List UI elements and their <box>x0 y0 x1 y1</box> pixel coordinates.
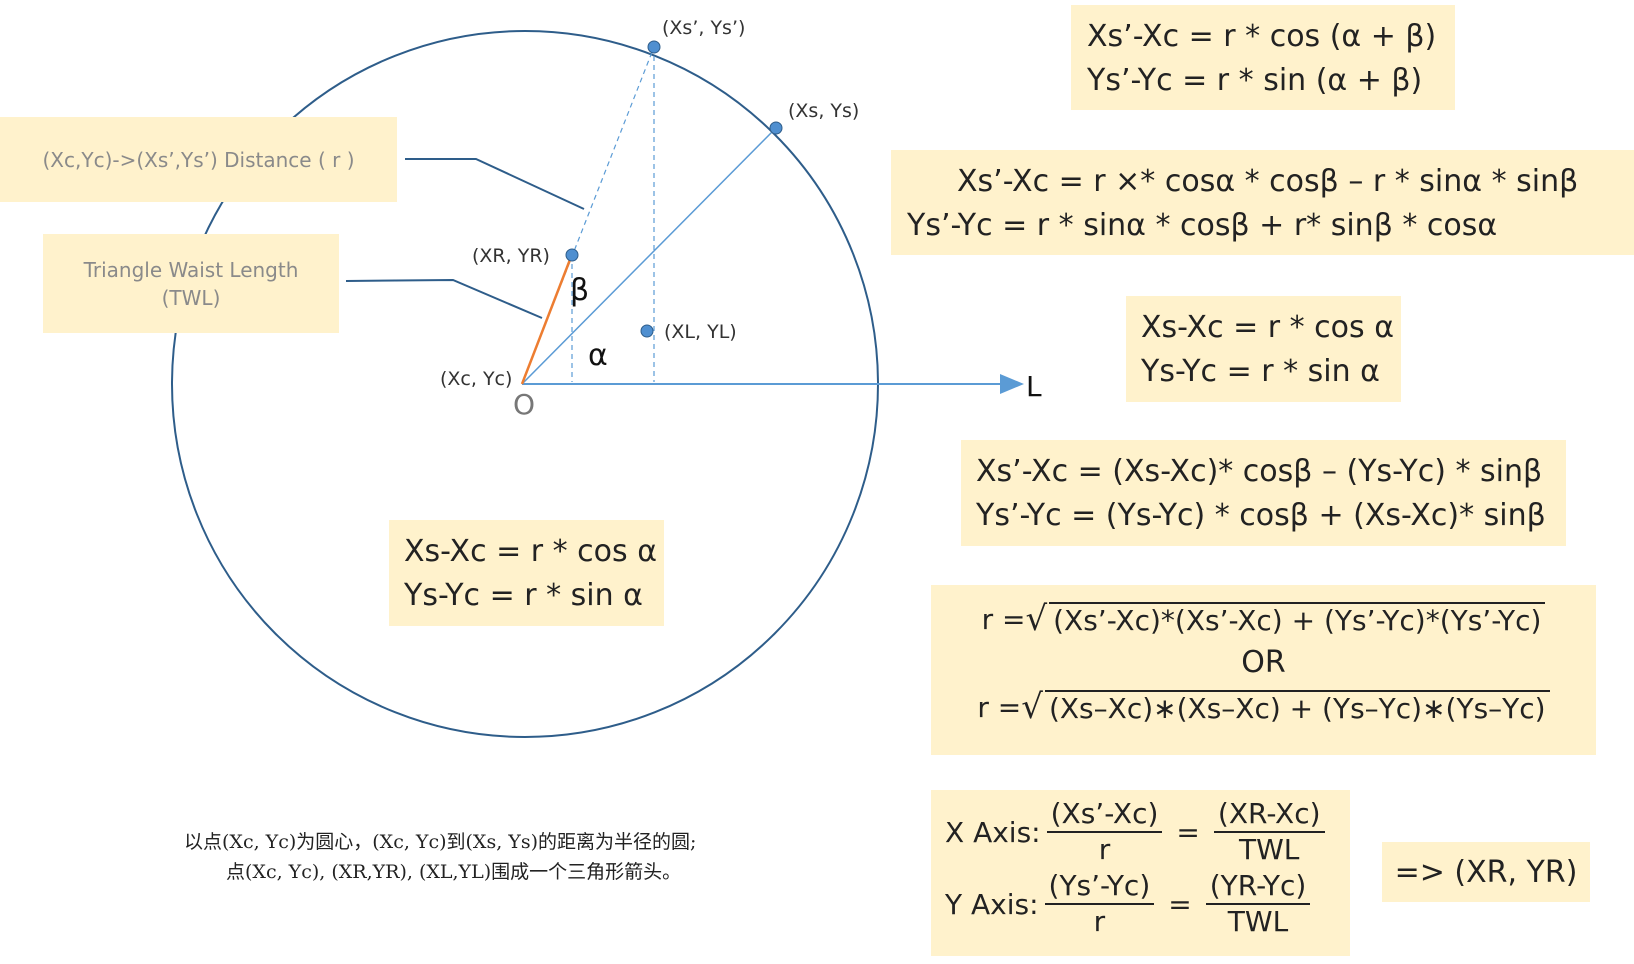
label-r-point: (XR, YR) <box>472 245 550 267</box>
label-ray: L <box>1026 370 1042 403</box>
point-s-prime <box>647 40 661 54</box>
result-box: => (XR, YR) <box>1382 842 1590 902</box>
y-num-2: (YR-Yc) <box>1205 869 1311 905</box>
x-equals: = <box>1176 815 1200 849</box>
point-l <box>640 324 654 338</box>
formula-box-1: Xs’-Xc = r * cos (α + β) Ys’-Yc = r * si… <box>1071 5 1455 110</box>
callout-distance: (Xc,Yc)->(Xs’,Ys’) Distance ( r ) <box>0 117 397 202</box>
callout-twl: Triangle Waist Length (TWL) <box>43 234 339 333</box>
y-num-1: (Ys’-Yc) <box>1044 869 1155 905</box>
formula-box-4: Xs’-Xc = (Xs-Xc)* cosβ – (Ys-Yc) * sinβ … <box>961 440 1566 546</box>
point-s <box>769 121 783 135</box>
sqrt-sign-2: √ <box>1021 687 1043 727</box>
formula-box-5: r = √ (Xs’-Xc)*(Xs’-Xc) + (Ys’-Yc)*(Ys’-… <box>931 585 1596 755</box>
or-label: OR <box>1241 645 1286 680</box>
formula-box-2: Xs’-Xc = r ×* cosα * cosβ – r * sinα * s… <box>891 150 1634 255</box>
caption-line2: 点(Xc, Yc), (XR,YR), (XL,YL)围成一个三角形箭头。 <box>226 861 682 883</box>
r-sqrt-row-2: r = √ (Xs–Xc)∗(Xs–Xc) + (Ys–Yc)∗(Ys–Yc) <box>941 685 1586 729</box>
point-r <box>565 248 579 262</box>
x-axis-label: X Axis: <box>945 815 1041 849</box>
triangle-waist-side <box>520 256 573 385</box>
caption: 以点(Xc, Yc)为圆心，(Xc, Yc)到(Xs, Ys)的距离为半径的圆;… <box>184 827 696 887</box>
formula-4-line1: Xs’-Xc = (Xs-Xc)* cosβ – (Ys-Yc) * sinβ <box>976 454 1543 489</box>
label-s-prime: (Xs’, Ys’) <box>662 17 745 39</box>
radius-line-s <box>521 127 777 385</box>
formula-1-line2: Ys’-Yc = r * sin (α + β) <box>1087 63 1423 98</box>
x-axis-row: X Axis: (Xs’-Xc) r = (XR-Xc) TWL <box>945 796 1350 868</box>
formula-2-line1: Xs’-Xc = r ×* cosα * cosβ – r * sinα * s… <box>957 164 1579 199</box>
label-s: (Xs, Ys) <box>788 100 859 122</box>
y-frac-1: (Ys’-Yc) r <box>1044 869 1155 939</box>
formula-1-line1: Xs’-Xc = r * cos (α + β) <box>1087 19 1437 54</box>
label-l-point: (XL, YL) <box>664 321 737 343</box>
label-origin: O <box>513 388 535 421</box>
formula-2-line2: Ys’-Yc = r * sinα * cosβ + r* sinβ * cos… <box>907 208 1498 243</box>
callout-leader-distance <box>405 158 585 210</box>
radius-line-s-prime <box>521 46 655 385</box>
x-frac-2: (XR-Xc) TWL <box>1213 797 1325 867</box>
x-num-1: (Xs’-Xc) <box>1046 797 1163 833</box>
result-text: => (XR, YR) <box>1394 854 1578 890</box>
r-equals-2: r = <box>977 690 1022 724</box>
radicand-1: (Xs’-Xc)*(Xs’-Xc) + (Ys’-Yc)*(Ys’-Yc) <box>1049 601 1546 637</box>
center-formula-line1: Xs-Xc = r * cos α <box>404 534 657 569</box>
formula-3-line2: Ys-Yc = r * sin α <box>1141 354 1380 389</box>
caption-line1: 以点(Xc, Yc)为圆心，(Xc, Yc)到(Xs, Ys)的距离为半径的圆; <box>184 831 697 853</box>
r-sqrt-row-1: r = √ (Xs’-Xc)*(Xs’-Xc) + (Ys’-Yc)*(Ys’-… <box>941 597 1586 641</box>
y-equals: = <box>1168 887 1192 921</box>
x-frac-1: (Xs’-Xc) r <box>1046 797 1163 867</box>
formula-box-6: X Axis: (Xs’-Xc) r = (XR-Xc) TWL Y Axis:… <box>931 790 1350 956</box>
y-axis-label: Y Axis: <box>945 887 1039 921</box>
x-num-2: (XR-Xc) <box>1213 797 1325 833</box>
callout-leader-twl <box>345 278 543 319</box>
callout-distance-text: (Xc,Yc)->(Xs’,Ys’) Distance ( r ) <box>42 147 355 172</box>
y-den-2: TWL <box>1227 905 1289 938</box>
center-formula-box: Xs-Xc = r * cos α Ys-Yc = r * sin α <box>389 520 664 626</box>
formula-box-3: Xs-Xc = r * cos α Ys-Yc = r * sin α <box>1126 296 1401 402</box>
sqrt-sign-1: √ <box>1025 599 1048 639</box>
r-equals-1: r = <box>981 602 1026 636</box>
radicand-2: (Xs–Xc)∗(Xs–Xc) + (Ys–Yc)∗(Ys–Yc) <box>1044 689 1550 725</box>
x-den-2: TWL <box>1239 833 1300 866</box>
center-formula-line2: Ys-Yc = r * sin α <box>404 578 643 613</box>
formula-4-line2: Ys’-Yc = (Ys-Yc) * cosβ + (Xs-Xc)* sinβ <box>976 498 1546 533</box>
y-axis-row: Y Axis: (Ys’-Yc) r = (YR-Yc) TWL <box>945 868 1350 940</box>
callout-twl-line1: Triangle Waist Length <box>83 257 299 282</box>
angle-beta: β <box>570 273 589 308</box>
x-den-1: r <box>1098 833 1111 866</box>
label-center: (Xc, Yc) <box>440 368 512 390</box>
angle-alpha: α <box>588 338 608 373</box>
y-den-1: r <box>1093 905 1106 938</box>
formula-3-line1: Xs-Xc = r * cos α <box>1141 310 1394 345</box>
callout-twl-line2: (TWL) <box>161 285 221 310</box>
y-frac-2: (YR-Yc) TWL <box>1205 869 1311 939</box>
